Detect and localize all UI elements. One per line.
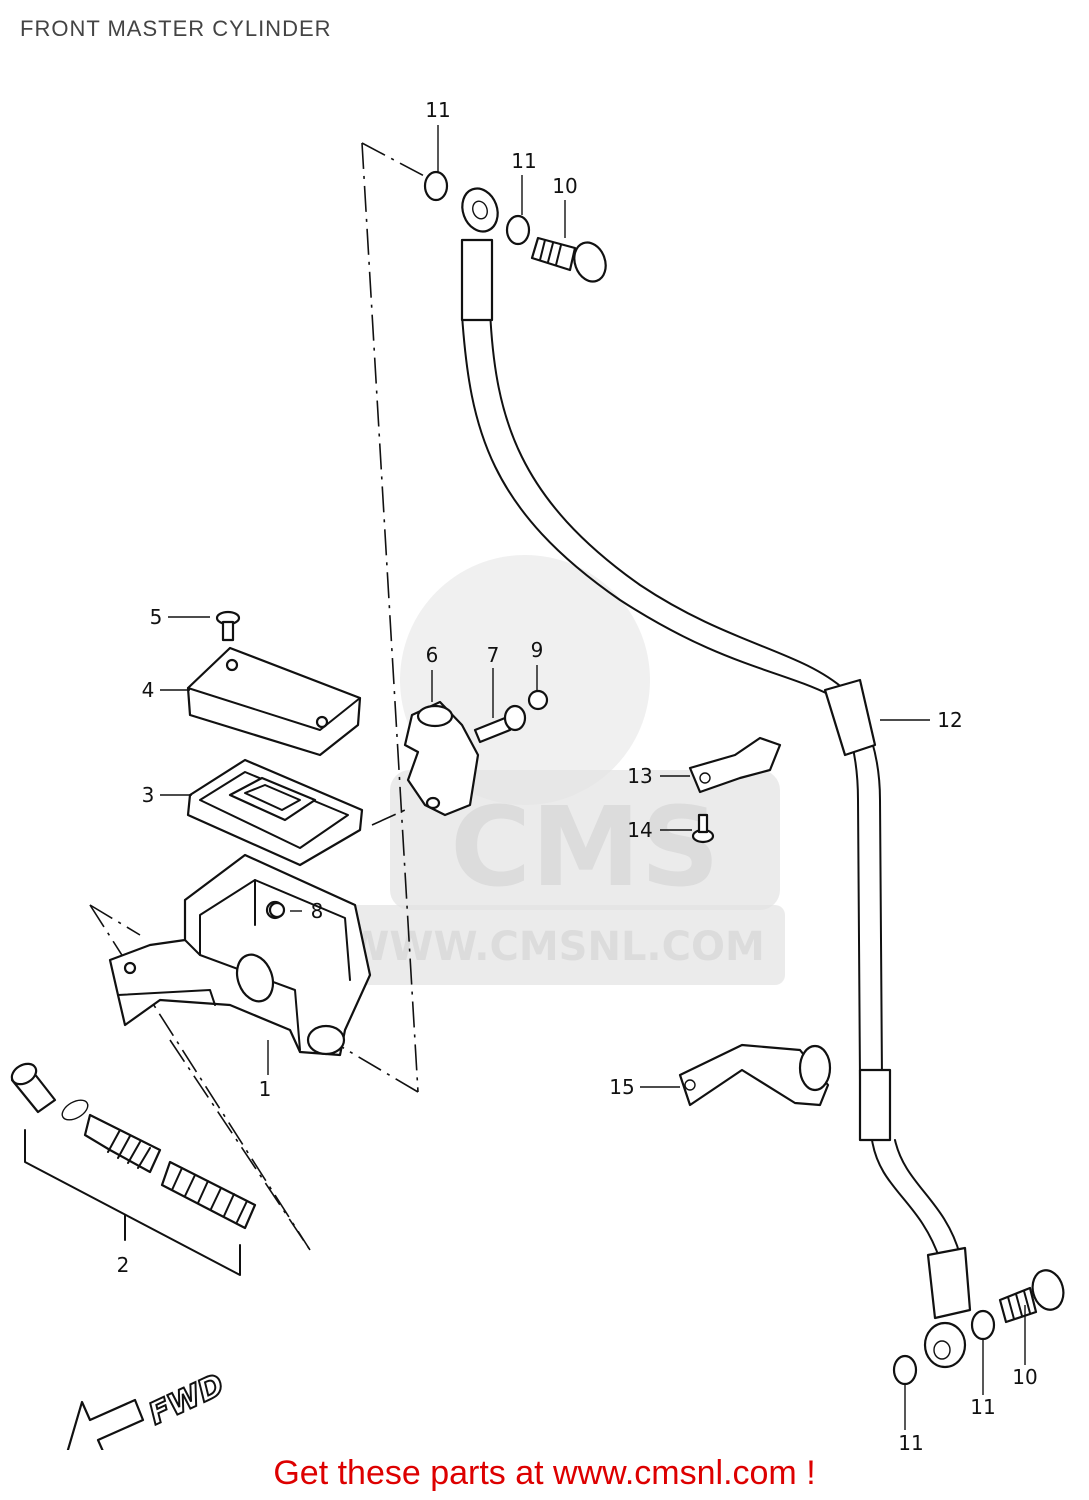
label-part-9: 9 <box>531 638 544 662</box>
label-part-1: 1 <box>259 1077 272 1101</box>
plug <box>268 901 286 919</box>
clamp-bolt <box>473 704 527 744</box>
label-part-8: 8 <box>311 899 324 923</box>
label-part-4: 4 <box>142 678 155 702</box>
brake-hose <box>460 187 972 1369</box>
label-part-10-top: 10 <box>552 174 577 198</box>
cap-screw <box>215 610 241 642</box>
label-part-5: 5 <box>150 605 163 629</box>
exploded-parts-diagram: CMS WWW.CMSNL.COM <box>10 98 1065 1450</box>
label-part-14: 14 <box>627 818 652 842</box>
piston-assembly <box>10 1062 257 1276</box>
label-part-15: 15 <box>609 1075 634 1099</box>
label-part-11-top-a: 11 <box>425 98 450 122</box>
label-part-3: 3 <box>142 783 155 807</box>
fwd-label: FWD <box>144 1367 230 1432</box>
clamp-nut <box>527 689 549 711</box>
hose-guide-bracket <box>678 1043 832 1107</box>
hose-clamp <box>688 736 782 794</box>
label-part-11-top-b: 11 <box>511 149 536 173</box>
reservoir-cap <box>186 646 362 757</box>
diagram-title: FRONT MASTER CYLINDER <box>20 16 332 41</box>
handlebar-clamp <box>403 700 480 817</box>
cms-watermark: CMS WWW.CMSNL.COM <box>330 555 785 985</box>
label-part-11-bottom-b: 11 <box>970 1395 995 1419</box>
label-part-2: 2 <box>117 1253 130 1277</box>
master-cylinder-body <box>108 853 372 1057</box>
union-bolt-top <box>530 236 607 283</box>
label-part-11-bottom-a: 11 <box>898 1431 923 1450</box>
forward-direction-arrow: FWD <box>66 1366 231 1450</box>
leader-lines <box>160 125 1026 1430</box>
watermark-brand: CMS <box>450 783 719 911</box>
label-part-12: 12 <box>937 708 962 732</box>
part-number-labels: 1 2 3 4 5 6 7 8 9 10 10 11 11 11 11 12 1… <box>117 98 1038 1450</box>
label-part-7: 7 <box>487 643 500 667</box>
watermark-url: WWW.CMSNL.COM <box>345 924 765 970</box>
sealing-washers <box>423 170 996 1386</box>
label-part-13: 13 <box>627 764 652 788</box>
clamp-screw <box>691 813 715 844</box>
reservoir-diaphragm <box>186 758 364 867</box>
label-part-10-bottom: 10 <box>1012 1365 1037 1389</box>
union-bolt-bottom <box>998 1269 1065 1324</box>
footer-cta-link[interactable]: Get these parts at www.cmsnl.com ! <box>273 1454 816 1492</box>
label-part-6: 6 <box>426 643 439 667</box>
